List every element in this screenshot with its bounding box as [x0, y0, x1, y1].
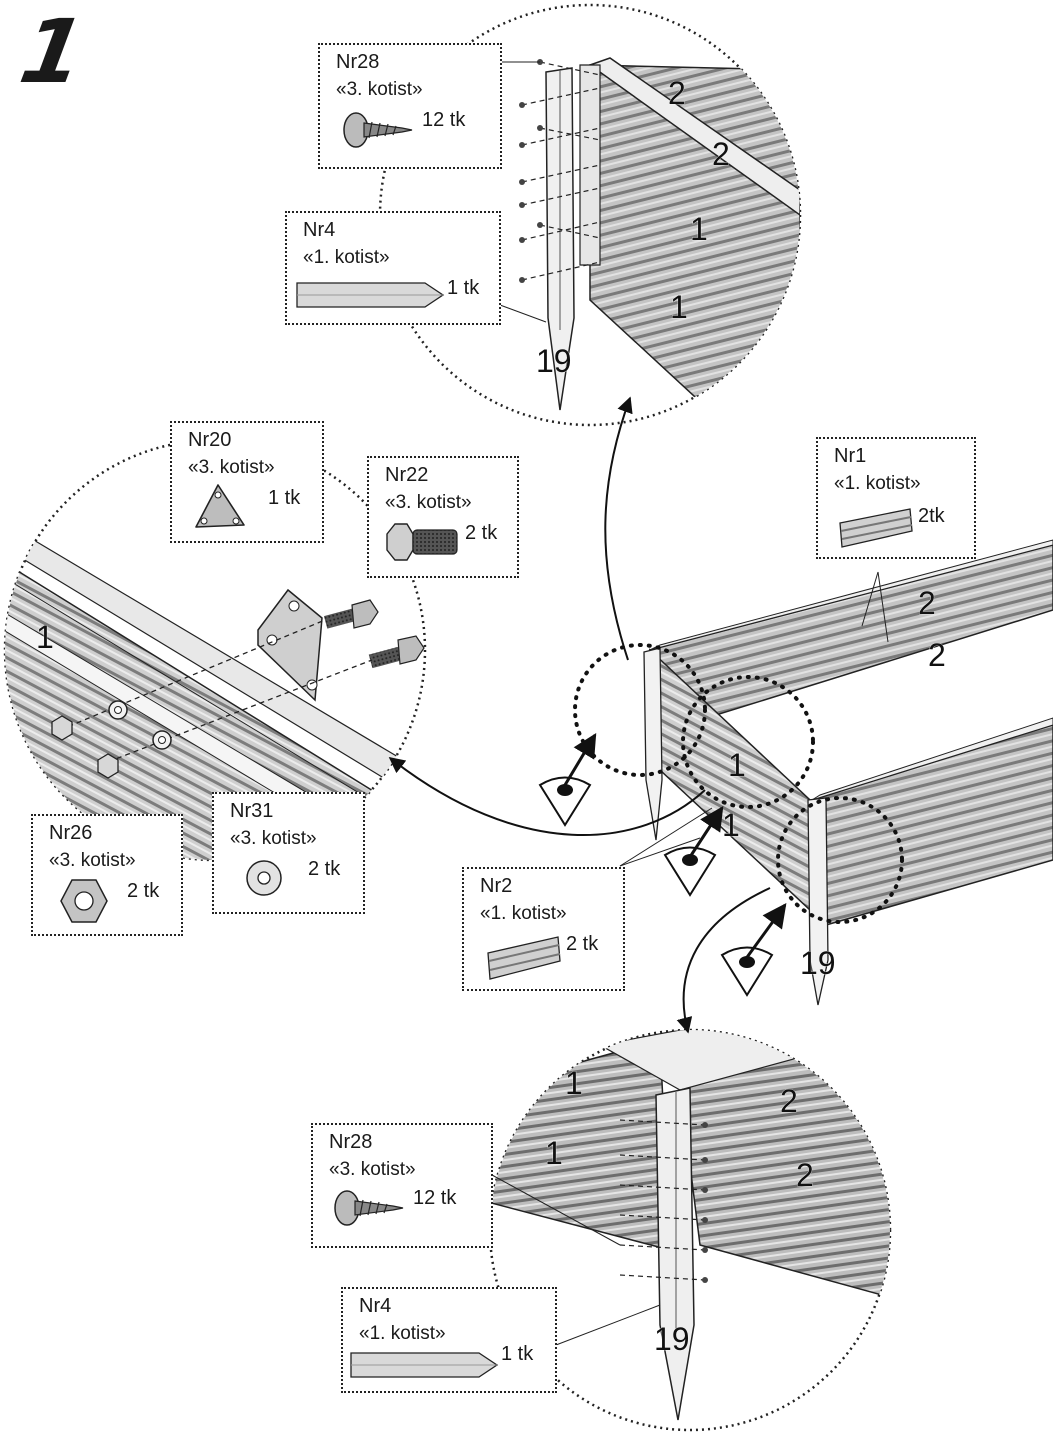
part-number: Nr26	[49, 822, 93, 844]
panel-icon	[839, 508, 913, 548]
callout-panel-nr1: Nr1 «1. kotist» 2tk	[816, 437, 976, 559]
callout-washer: Nr31 «3. kotist» 2 tk	[212, 792, 365, 914]
panel-icon	[487, 936, 561, 980]
main-stake-right	[807, 797, 829, 1006]
package-label: «3. kotist»	[336, 79, 423, 100]
part-number: Nr28	[336, 51, 380, 73]
top-screw-lines	[521, 61, 601, 281]
label-main-1b: 1	[722, 807, 740, 843]
arrow-to-bottom-detail	[676, 887, 771, 1034]
zoom-ring-bottom	[776, 796, 904, 924]
package-label: «3. kotist»	[49, 850, 136, 871]
label-bot-1a: 1	[565, 1065, 583, 1101]
callout-plate: Nr20 «3. kotist» 1 tk	[170, 421, 324, 543]
label-main-2a: 2	[918, 585, 936, 621]
bolt-2	[368, 635, 425, 669]
label-top-2a: 2	[668, 75, 686, 111]
label-top-1a: 1	[690, 211, 708, 247]
bolt-1	[323, 599, 379, 629]
package-label: «3. kotist»	[385, 492, 472, 513]
label-bot-1b: 1	[545, 1135, 563, 1171]
part-number: Nr4	[303, 219, 336, 241]
main-assembly: 2 2 1 1 19	[573, 539, 1053, 1006]
quantity: 2 tk	[308, 858, 341, 880]
main-stake-left	[643, 647, 663, 841]
label-top-2b: 2	[712, 136, 730, 172]
quantity: 12 tk	[413, 1187, 457, 1209]
view-indicators	[388, 396, 787, 1034]
package-label: «3. kotist»	[188, 457, 275, 478]
callout-nut: Nr26 «3. kotist» 2 tk	[31, 814, 183, 936]
hex-nut-icon	[60, 879, 108, 923]
eye-icon	[720, 903, 787, 997]
quantity: 2 tk	[127, 880, 160, 902]
quantity: 1 tk	[268, 487, 301, 509]
stake-icon	[296, 282, 445, 308]
part-number: Nr4	[359, 1295, 392, 1317]
quantity: 2 tk	[566, 933, 599, 955]
eye-icon	[538, 732, 597, 827]
label-bot-19: 19	[654, 1321, 690, 1357]
package-label: «3. kotist»	[329, 1159, 416, 1180]
stake-icon	[350, 1352, 499, 1378]
bolt-icon	[386, 523, 458, 561]
arrow-to-top-detail	[604, 396, 633, 661]
part-number: Nr22	[385, 464, 429, 486]
bottom-stake	[655, 1087, 695, 1421]
quantity: 2 tk	[465, 522, 498, 544]
quantity: 1 tk	[501, 1343, 534, 1365]
package-label: «1. kotist»	[359, 1323, 446, 1344]
label-left-1: 1	[36, 619, 54, 655]
label-top-19: 19	[536, 343, 572, 379]
label-main-2b: 2	[928, 637, 946, 673]
callout-bolt: Nr22 «3. kotist» 2 tk	[367, 456, 519, 578]
label-bot-2b: 2	[796, 1157, 814, 1193]
callout-top-stake: Nr4 «1. kotist» 1 tk	[285, 211, 501, 325]
screw-icon	[343, 112, 413, 148]
callout-panel-nr2: Nr2 «1. kotist» 2 tk	[462, 867, 625, 991]
callout-top-screw: Nr28 «3. kotist» 12 tk	[318, 43, 502, 169]
part-number: Nr31	[230, 800, 274, 822]
callout-bottom-screw: Nr28 «3. kotist» 12 tk	[311, 1123, 493, 1248]
part-number: Nr20	[188, 429, 232, 451]
triangle-plate	[257, 588, 323, 702]
zoom-ring-left	[681, 675, 815, 809]
triangle-plate-icon	[195, 484, 245, 528]
label-main-19: 19	[800, 945, 836, 981]
part-number: Nr1	[834, 445, 867, 467]
part-number: Nr28	[329, 1131, 373, 1153]
package-label: «1. kotist»	[480, 903, 567, 924]
package-label: «1. kotist»	[303, 247, 390, 268]
package-label: «1. kotist»	[834, 473, 921, 494]
label-main-1a: 1	[728, 747, 746, 783]
bottom-detail-circle: 1 1 2 2 19	[488, 1028, 892, 1432]
label-top-1b: 1	[670, 289, 688, 325]
package-label: «3. kotist»	[230, 828, 317, 849]
arrow-to-left-detail	[388, 757, 706, 836]
eye-icon	[663, 805, 724, 897]
front-long-panel	[811, 724, 1053, 926]
callout-bottom-stake: Nr4 «1. kotist» 1 tk	[341, 1287, 557, 1393]
label-bot-2a: 2	[780, 1083, 798, 1119]
quantity: 2tk	[918, 505, 945, 527]
zoom-ring-top	[573, 643, 707, 777]
quantity: 1 tk	[447, 277, 480, 299]
screw-icon	[334, 1190, 404, 1226]
washer-icon	[246, 860, 282, 896]
part-number: Nr2	[480, 875, 513, 897]
quantity: 12 tk	[422, 109, 466, 131]
